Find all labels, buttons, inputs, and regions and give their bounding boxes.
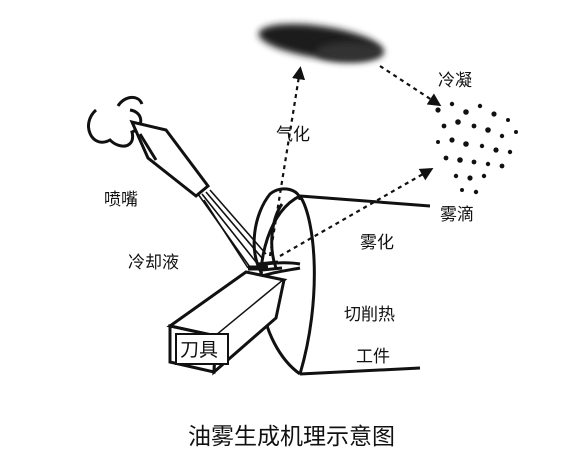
label-vaporize: 气化 [276,125,310,145]
vapor-cloud [258,23,384,62]
tool-icon [166,265,288,376]
label-cutting-heat: 切削热 [344,305,395,325]
label-workpiece: 工件 [356,347,390,367]
label-coolant: 冷却液 [128,253,179,273]
atomize-arrow [279,168,434,257]
label-mist-droplets: 雾滴 [440,205,474,225]
label-condense: 冷凝 [438,71,472,91]
vaporize-arrow [268,66,306,257]
label-tool: 刀具 [180,339,218,361]
coolant-spray [197,189,267,271]
condense-arrow [379,65,442,107]
nozzle-icon [87,96,211,198]
mist-droplets [435,101,518,195]
label-nozzle: 喷嘴 [104,190,138,210]
label-atomize: 雾化 [360,233,394,253]
diagram-caption: 油雾生成机理示意图 [188,424,395,450]
cutting-zone [257,260,283,272]
workpiece-icon [259,194,431,376]
